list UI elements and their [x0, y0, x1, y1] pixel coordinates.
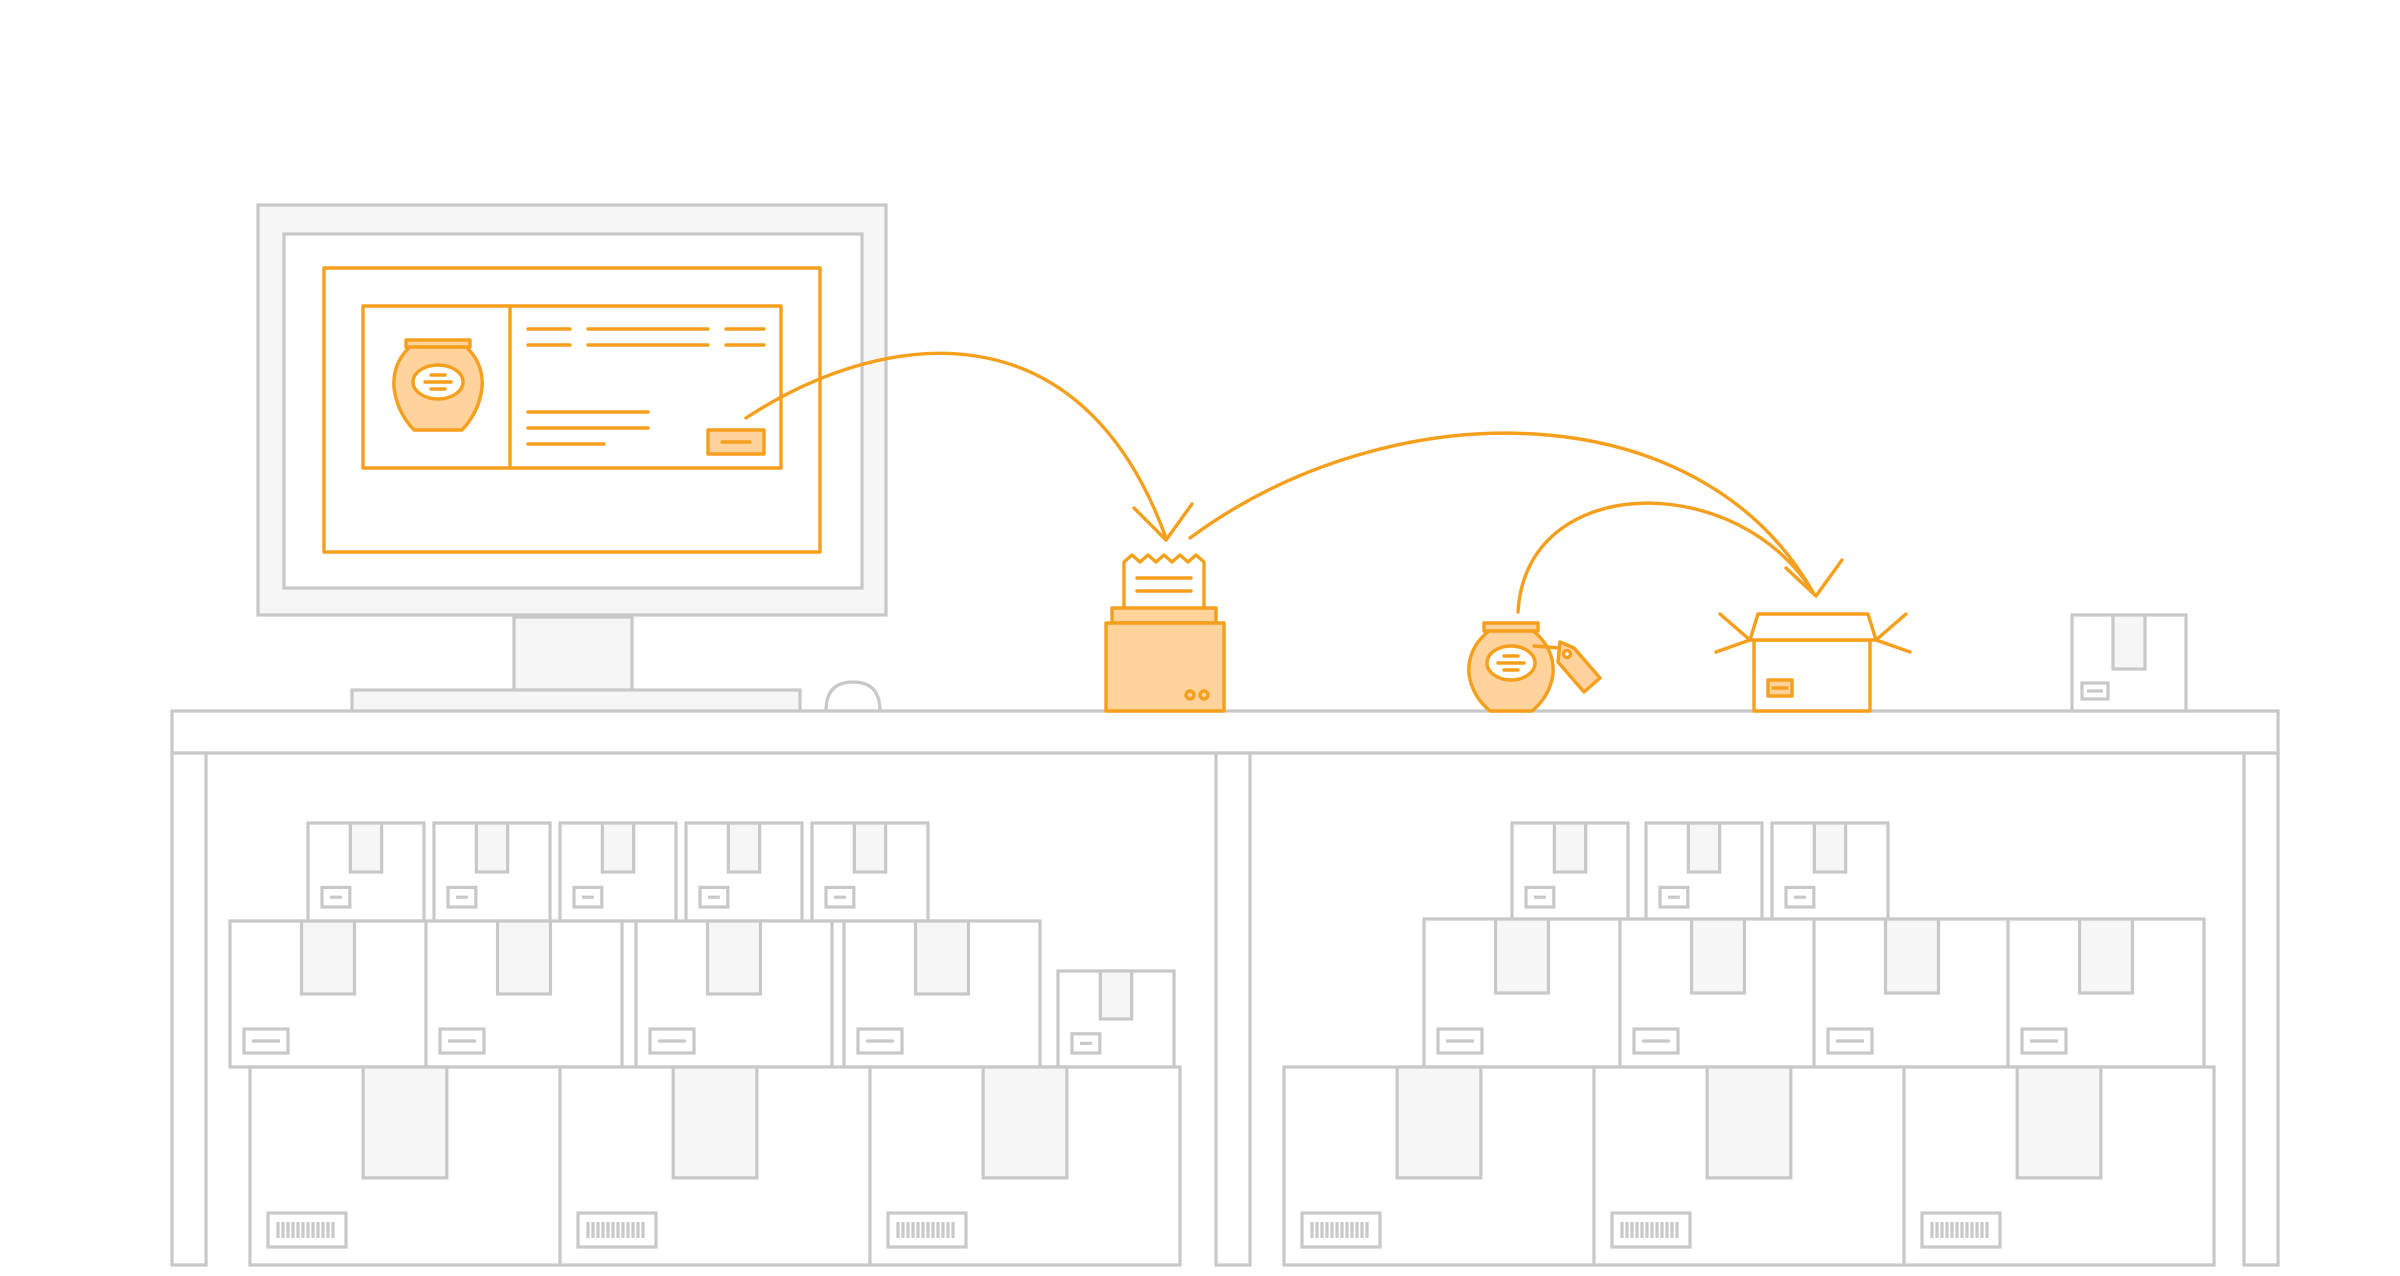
product-description-lines — [526, 410, 650, 446]
shipping-box-icon — [248, 1065, 562, 1267]
buy-button[interactable] — [706, 428, 766, 456]
arrow-icon — [1188, 431, 1844, 614]
shipping-box-icon — [1644, 821, 1764, 923]
price-tag-icon — [1556, 640, 1602, 694]
barcode-icon — [1920, 1211, 2002, 1249]
shipping-box-icon — [2006, 917, 2206, 1069]
shipping-box-icon — [1056, 969, 1176, 1069]
desk — [170, 709, 2280, 1267]
shipping-box-icon — [634, 919, 834, 1069]
product-screen — [322, 266, 822, 554]
shipping-box-icon — [432, 821, 552, 923]
open-box-icon — [1714, 612, 1912, 713]
shipping-box-icon — [2070, 613, 2188, 713]
receipt-paper — [1122, 553, 1206, 612]
receipt-printer-icon — [1104, 553, 1226, 713]
shipping-box-icon — [1282, 1065, 1596, 1267]
barcode-icon — [886, 1211, 968, 1249]
shipping-box-icon — [1770, 821, 1890, 923]
shipping-box-icon — [1902, 1065, 2216, 1267]
shipping-box-icon — [306, 821, 426, 923]
product-title-lines — [526, 327, 766, 347]
mouse-icon — [824, 680, 882, 713]
shipping-box-icon — [1422, 917, 1622, 1069]
shipping-box-icon — [1592, 1065, 1906, 1267]
shipping-box-icon — [1618, 917, 1818, 1069]
shipping-box-icon — [558, 821, 678, 923]
shipping-box-icon — [1812, 917, 2012, 1069]
barcode-icon — [1300, 1211, 1382, 1249]
shipping-box-icon — [558, 1065, 872, 1267]
barcode-icon — [1610, 1211, 1692, 1249]
shipping-box-icon — [868, 1065, 1182, 1267]
shipping-box-icon — [1510, 821, 1630, 923]
barcode-icon — [266, 1211, 348, 1249]
vase-icon — [392, 338, 484, 432]
keyboard — [350, 688, 802, 714]
shelf-boxes — [228, 821, 2216, 1267]
monitor-stand-neck — [512, 615, 634, 693]
barcode-icon — [576, 1211, 658, 1249]
shipping-box-icon — [810, 821, 930, 923]
shipping-box-icon — [684, 821, 804, 923]
shipping-box-icon — [842, 919, 1042, 1069]
arrow-icon — [744, 351, 1194, 542]
shipping-box-icon — [424, 919, 624, 1069]
vase-icon — [1467, 621, 1562, 713]
shipping-box-icon — [228, 919, 428, 1069]
